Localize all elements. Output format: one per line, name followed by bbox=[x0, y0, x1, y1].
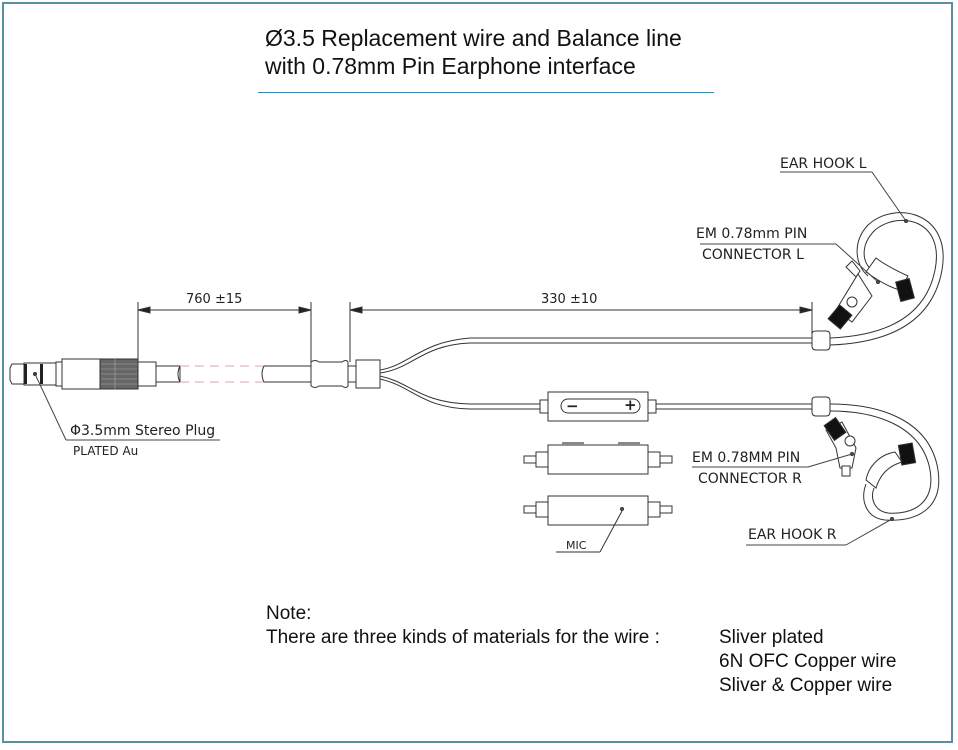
material-2: 6N OFC Copper wire bbox=[719, 651, 897, 672]
dimension-lines bbox=[137, 302, 813, 362]
inline-unit-mic bbox=[523, 495, 673, 553]
leader-lines bbox=[34, 171, 907, 546]
connector-left-label-1: EM 0.78mm PIN bbox=[696, 226, 808, 242]
volume-control bbox=[539, 391, 812, 422]
ear-hook-right bbox=[811, 396, 940, 521]
ear-hook-left-label: EAR HOOK L bbox=[780, 156, 867, 172]
stereo-plug bbox=[9, 358, 181, 390]
volume-minus-icon: − bbox=[566, 397, 579, 415]
note-heading: Note: bbox=[266, 603, 312, 624]
connector-left-label-2: CONNECTOR L bbox=[702, 247, 804, 263]
connector-right-label-2: CONNECTOR R bbox=[698, 471, 802, 487]
title-line-2: with 0.78mm Pin Earphone interface bbox=[265, 53, 636, 79]
material-3: Sliver & Copper wire bbox=[719, 675, 893, 696]
dimension-label-760: 760 ±15 bbox=[186, 292, 243, 307]
inline-unit-buttons bbox=[523, 442, 673, 475]
diagram-title: Ø3.5 Replacement wire and Balance line w… bbox=[265, 24, 682, 80]
mic-label: MIC bbox=[566, 539, 587, 552]
stereo-plug-label: Φ3.5mm Stereo Plug bbox=[70, 423, 216, 439]
material-1: Sliver plated bbox=[719, 627, 824, 648]
connector-right-label-1: EM 0.78MM PIN bbox=[692, 450, 801, 466]
main-cable bbox=[177, 365, 311, 383]
title-line-1: Ø3.5 Replacement wire and Balance line bbox=[265, 25, 682, 51]
y-splitter bbox=[310, 337, 812, 410]
title-underline bbox=[258, 92, 714, 93]
volume-plus-icon: + bbox=[624, 396, 637, 414]
dimension-label-330: 330 ±10 bbox=[541, 292, 598, 307]
plated-au-label: PLATED Au bbox=[73, 444, 139, 458]
note-text: There are three kinds of materials for t… bbox=[266, 627, 660, 648]
ear-hook-right-label: EAR HOOK R bbox=[748, 527, 837, 543]
